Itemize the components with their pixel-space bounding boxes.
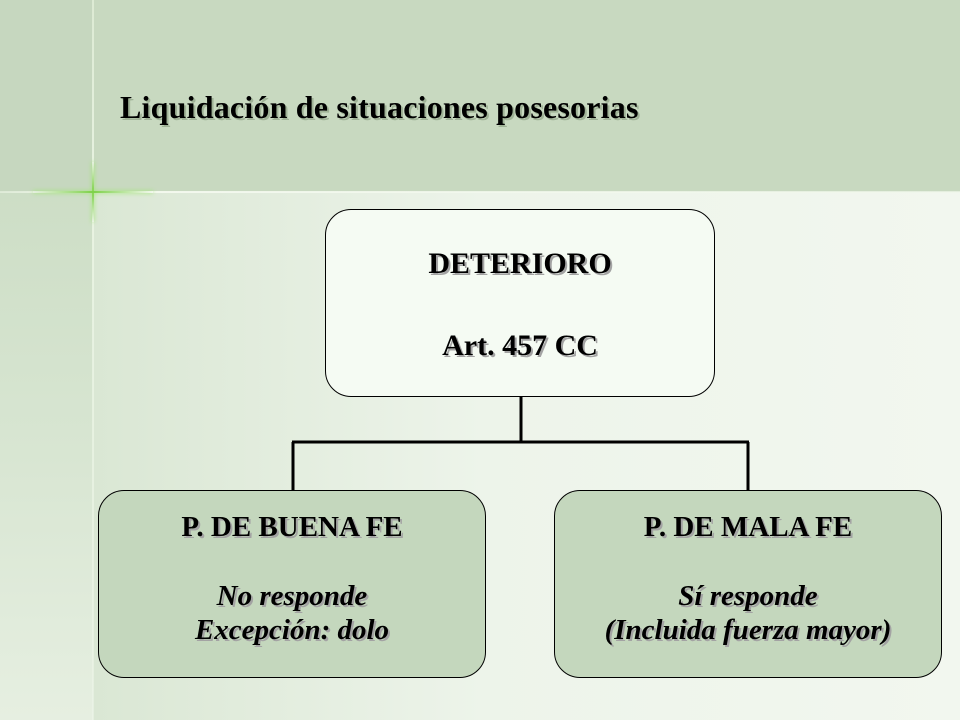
sparkle-horizontal-ray xyxy=(33,191,153,193)
child-node-header: P. DE BUENA FE xyxy=(181,511,403,543)
child-node-line1: Sí responde xyxy=(678,580,818,612)
slide-title: Liquidación de situaciones posesorias xyxy=(120,89,639,125)
child-node-header: P. DE MALA FE xyxy=(643,511,853,543)
root-node-article: Art. 457 CC xyxy=(442,329,598,362)
root-node-label: DETERIORO xyxy=(428,247,612,280)
child-node-line2: Excepción: dolo xyxy=(194,614,390,646)
root-node-deterioro: DETERIORO Art. 457 CC xyxy=(325,209,715,397)
vertical-accent-line xyxy=(92,0,94,720)
horizontal-accent-line xyxy=(0,191,960,193)
child-node-line2: (Incluida fuerza mayor) xyxy=(604,614,892,646)
child-node-buena-fe: P. DE BUENA FE No responde Excepción: do… xyxy=(98,490,486,678)
child-node-mala-fe: P. DE MALA FE Sí responde (Incluida fuer… xyxy=(554,490,942,678)
child-node-line1: No responde xyxy=(216,580,368,612)
header-band-inner xyxy=(93,0,960,192)
